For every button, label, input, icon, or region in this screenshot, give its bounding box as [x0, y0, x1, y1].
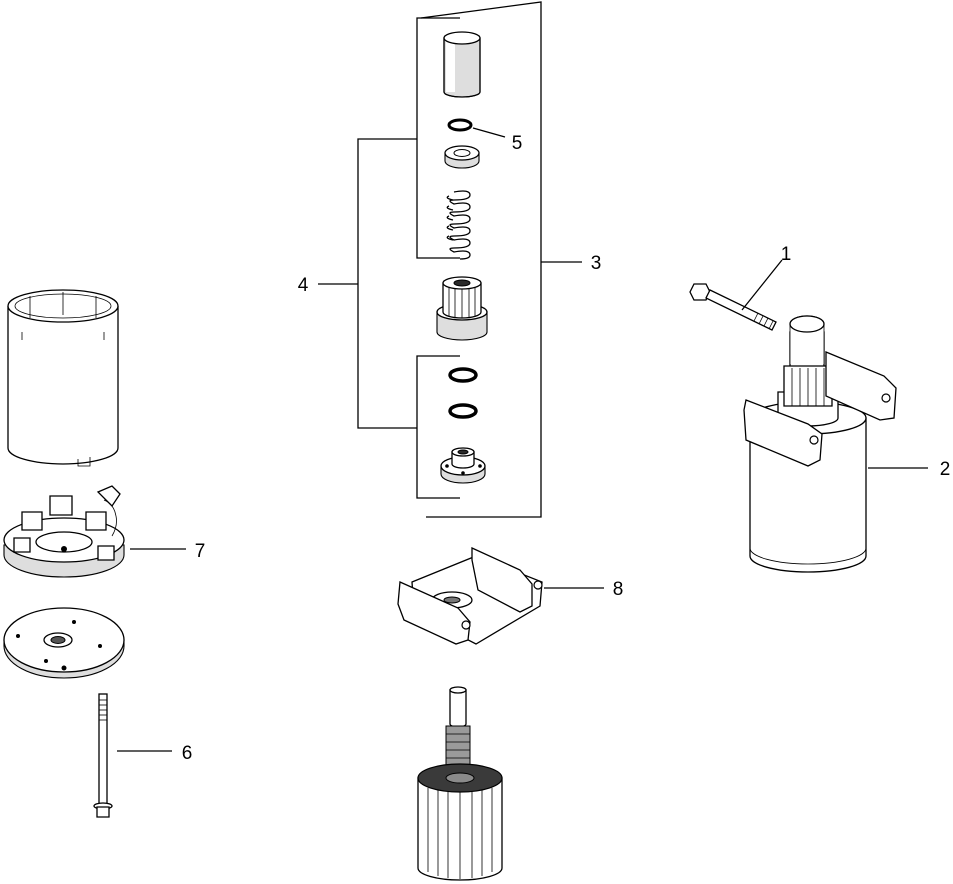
callout-1: 1 [781, 244, 792, 265]
starter-motor-assembly-illustration [743, 315, 928, 573]
bracket-assembly-3 [420, 1, 582, 518]
retaining-ring-illustration [447, 118, 506, 138]
brush-holder-illustration [3, 485, 125, 578]
mounting-bolt-illustration [689, 259, 783, 331]
through-bolt-illustration [93, 693, 172, 818]
callout-6: 6 [182, 743, 193, 764]
bracket-assembly-4 [318, 138, 417, 429]
drive-end-cap-illustration [440, 447, 486, 484]
bracket-lower-subgroup [416, 355, 460, 499]
motor-housing-illustration [7, 289, 119, 467]
callout-3: 3 [591, 253, 602, 274]
callout-7: 7 [195, 541, 206, 562]
bracket-upper-subgroup [416, 17, 460, 259]
callout-8: 8 [613, 579, 624, 600]
armature-illustration [417, 686, 503, 881]
drive-pinion-gear-illustration [436, 276, 488, 341]
callout-5: 5 [512, 133, 523, 154]
thrust-washer-upper-illustration [448, 367, 478, 383]
spacer-washer-illustration [444, 145, 480, 169]
callout-2: 2 [940, 459, 951, 480]
callout-4: 4 [298, 275, 309, 296]
mounting-bracket-illustration [397, 546, 604, 645]
end-plate-illustration [3, 607, 125, 679]
thrust-washer-lower-illustration [448, 403, 478, 419]
drive-sleeve-illustration [443, 31, 481, 98]
drive-spring-illustration [446, 190, 471, 260]
